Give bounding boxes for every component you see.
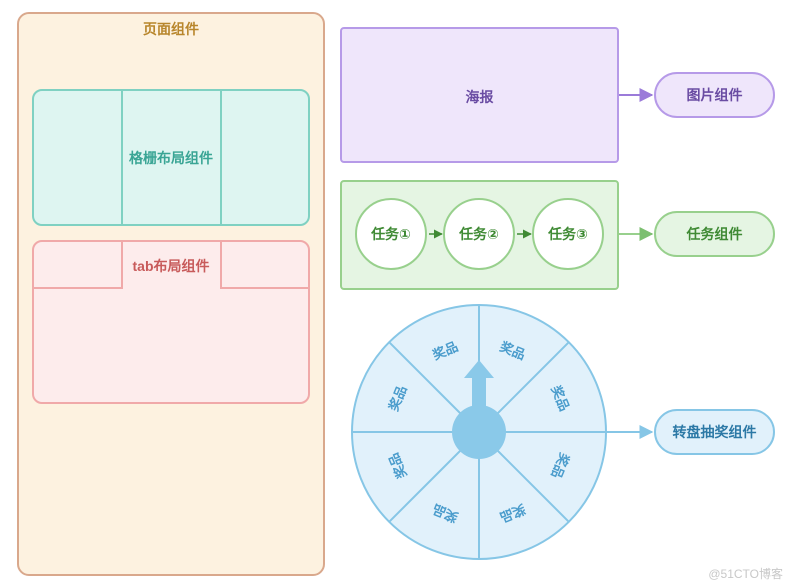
wheel-pointer-arrow [464, 360, 494, 412]
tab-underline-right [220, 287, 308, 289]
task-node-3: 任务③ [532, 198, 604, 270]
poster-box [340, 27, 619, 163]
poster-label: 海报 [465, 89, 494, 105]
wheel-hub [452, 405, 506, 459]
grid-divider [220, 91, 222, 224]
tab-layout-box [32, 240, 310, 404]
task-node-1: 任务① [355, 198, 427, 270]
wheel-lottery-component-pill: 转盘抽奖组件 [654, 409, 775, 455]
grid-layout-label: 格栅布局组件 [129, 150, 213, 166]
task-node-2: 任务② [443, 198, 515, 270]
tab-edge-left [121, 242, 123, 289]
page-component-title: 页面组件 [143, 21, 199, 37]
tab-edge-right [220, 242, 222, 289]
watermark: @51CTO博客 [708, 567, 783, 581]
grid-divider [121, 91, 123, 224]
task-component-pill: 任务组件 [654, 211, 775, 257]
tab-underline-left [34, 287, 122, 289]
tab-layout-label: tab布局组件 [132, 258, 210, 274]
image-component-pill: 图片组件 [654, 72, 775, 118]
grid-layout-box [32, 89, 310, 226]
